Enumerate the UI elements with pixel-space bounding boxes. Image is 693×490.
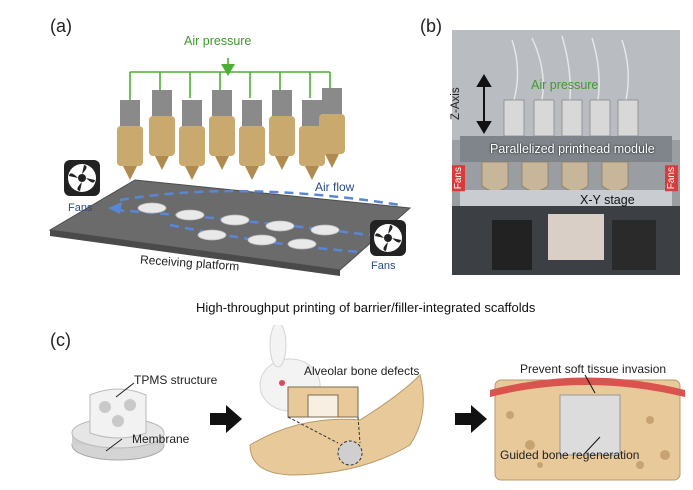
panel-c-defects-label: Alveolar bone defects	[304, 364, 420, 378]
panel-a-air-pressure-label: Air pressure	[184, 34, 252, 48]
panel-b-fans-right-label: Fans	[665, 165, 678, 192]
panel-b-module-label: Parallelized printhead module	[490, 142, 655, 156]
panel-c-tpms-label: TPMS structure	[134, 373, 218, 387]
panel-a-illustration	[48, 58, 412, 276]
panel-a-fans-right-label: Fans	[371, 260, 396, 272]
rabbit-jaw-image	[249, 325, 424, 476]
panel-b-stage-label: X-Y stage	[580, 193, 635, 207]
panel-c-membrane-label: Membrane	[132, 432, 190, 446]
panel-a-fans-left-label: Fans	[68, 202, 93, 214]
panel-c-prevent-label: Prevent soft tissue invasion	[520, 362, 667, 376]
panel-b-fans-left-label: Fans	[452, 165, 465, 192]
air-flow-arrowhead	[108, 202, 122, 214]
fan-right-icon	[370, 220, 406, 256]
air-pressure-arrow-icon	[221, 64, 235, 76]
figure-caption: High-throughput printing of barrier/fill…	[196, 300, 536, 315]
panel-a-air-flow-label: Air flow	[315, 180, 355, 194]
panel-b-air-pressure-label: Air pressure	[531, 78, 599, 92]
arrow-right-icon-2	[455, 405, 487, 433]
scaffold-prints	[137, 202, 340, 250]
fan-left-icon	[64, 160, 100, 196]
printheads	[117, 88, 345, 180]
panel-b-z-axis-label: Z-Axis	[450, 87, 462, 120]
panel-c-guided-label: Guided bone regeneration	[500, 448, 640, 462]
panel-b-label: (b)	[420, 16, 442, 36]
z-axis-arrow-icon	[476, 74, 492, 134]
tpms-scaffold-image	[71, 388, 165, 461]
panel-c-label: (c)	[50, 330, 71, 350]
panel-a-label: (a)	[50, 16, 72, 36]
panel-c-illustration	[71, 325, 685, 481]
regeneration-schematic	[490, 377, 685, 481]
panel-b-photo	[452, 30, 680, 275]
arrow-right-icon-1	[210, 405, 242, 433]
